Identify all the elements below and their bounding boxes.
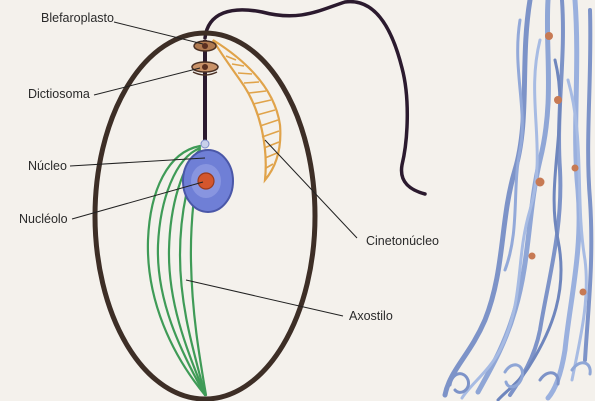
label-dictiosoma: Dictiosoma (28, 87, 90, 101)
organism-strands-illustration (445, 0, 591, 400)
flagellum (205, 2, 425, 194)
label-axostilo: Axostilo (349, 309, 393, 323)
label-nucleolo: Nucléolo (19, 212, 68, 226)
leader-nucleo (70, 158, 205, 166)
label-blefaroplasto: Blefaroplasto (41, 11, 114, 25)
label-nucleo: Núcleo (28, 159, 67, 173)
nucleolo-structure (198, 173, 214, 189)
label-cinetonucleo: Cinetonúcleo (366, 234, 439, 248)
basal-granule (201, 140, 209, 148)
leader-dictiosoma (94, 68, 200, 95)
leader-axostilo (186, 280, 343, 316)
